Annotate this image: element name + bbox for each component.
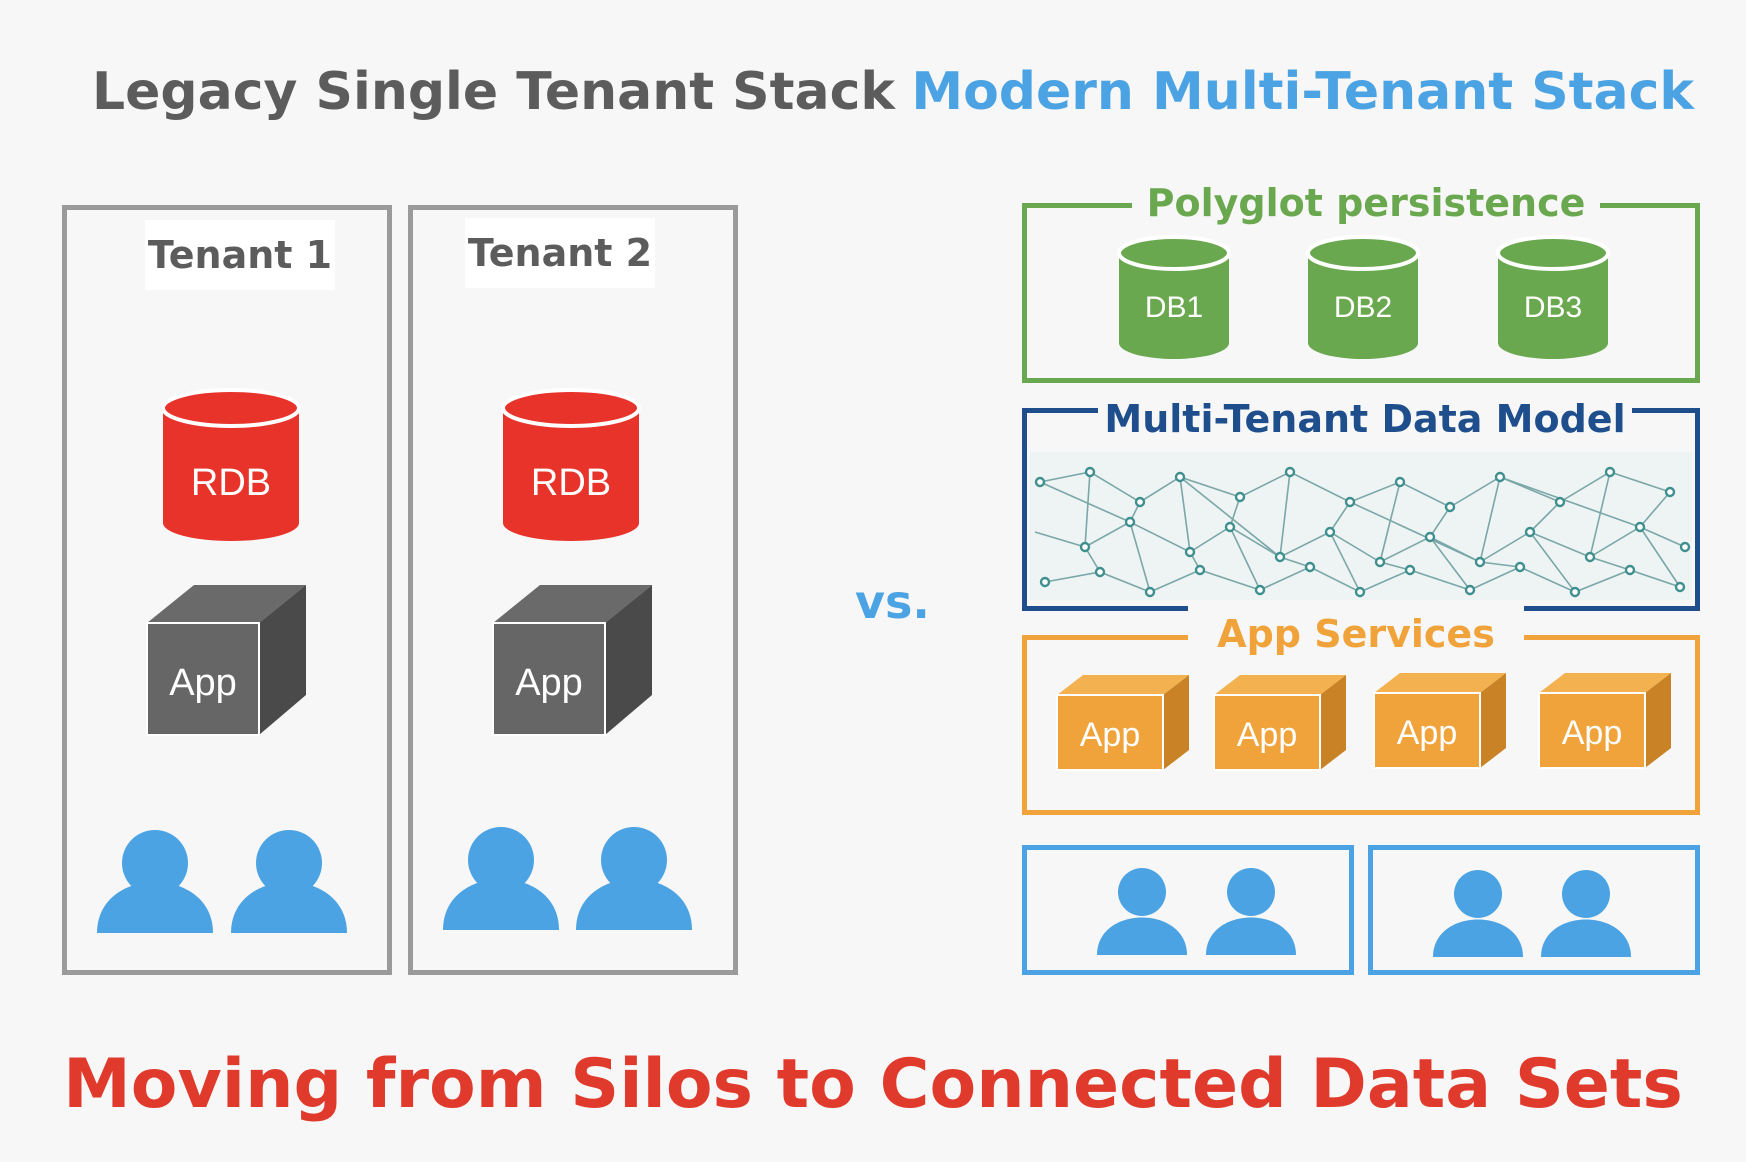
persistence-dbs: DB1 DB2 DB3 (1117, 235, 1610, 359)
rdb-database-icon: RDB (501, 388, 641, 541)
polyglot-persistence-label: Polyglot persistence (1132, 175, 1600, 231)
user-group-1 (1022, 845, 1354, 975)
app-label: App (1080, 716, 1141, 754)
user-group-2-icons (1433, 870, 1631, 957)
app-cube-icon: App (1056, 675, 1189, 771)
db1-label: DB1 (1145, 291, 1203, 324)
app-cube-icon: App (492, 585, 652, 736)
rdb-label: RDB (531, 462, 611, 504)
tenant-1-label: Tenant 1 (145, 220, 335, 290)
user-icon (231, 830, 347, 933)
app-cube-icon: App (146, 585, 306, 736)
vs-label: vs. (855, 575, 930, 629)
db2-label: DB2 (1334, 291, 1392, 324)
tenant-1-graphics: RDB App (97, 388, 347, 933)
rdb-label: RDB (191, 462, 271, 504)
user-icon (1097, 868, 1187, 955)
db1-database-icon: DB1 (1117, 235, 1231, 359)
app-label: App (515, 662, 583, 704)
db3-label: DB3 (1524, 291, 1582, 324)
rdb-database-icon: RDB (161, 388, 301, 541)
network-graph-image (1030, 452, 1692, 600)
app-label: App (169, 662, 237, 704)
tenant-1-box (62, 205, 392, 975)
tenant-2-graphics: RDB App (443, 388, 692, 930)
app-services-label: App Services (1188, 606, 1524, 662)
app-cube-icon: App (1373, 673, 1506, 769)
user-icon (576, 827, 692, 930)
footer-caption: Moving from Silos to Connected Data Sets (63, 1045, 1683, 1124)
app-cube-icon: App (1213, 675, 1346, 771)
app-services-graphics: App App App App (1056, 673, 1671, 771)
user-icon (1541, 870, 1631, 957)
tenant-2-label: Tenant 2 (465, 218, 655, 288)
user-icon (97, 830, 213, 933)
user-icon (1433, 870, 1523, 957)
user-icon (443, 827, 559, 930)
app-label: App (1562, 714, 1623, 752)
user-icon (1206, 868, 1296, 955)
db2-database-icon: DB2 (1306, 235, 1420, 359)
app-label: App (1237, 716, 1298, 754)
app-cube-icon: App (1538, 673, 1671, 769)
legacy-title: Legacy Single Tenant Stack (92, 62, 895, 122)
tenant-2-box (408, 205, 738, 975)
user-group-1-icons (1097, 868, 1296, 955)
db3-database-icon: DB3 (1496, 235, 1610, 359)
modern-title: Modern Multi-Tenant Stack (911, 62, 1694, 122)
user-group-2 (1368, 845, 1700, 975)
data-model-label: Multi-Tenant Data Model (1098, 391, 1632, 447)
app-label: App (1397, 714, 1458, 752)
